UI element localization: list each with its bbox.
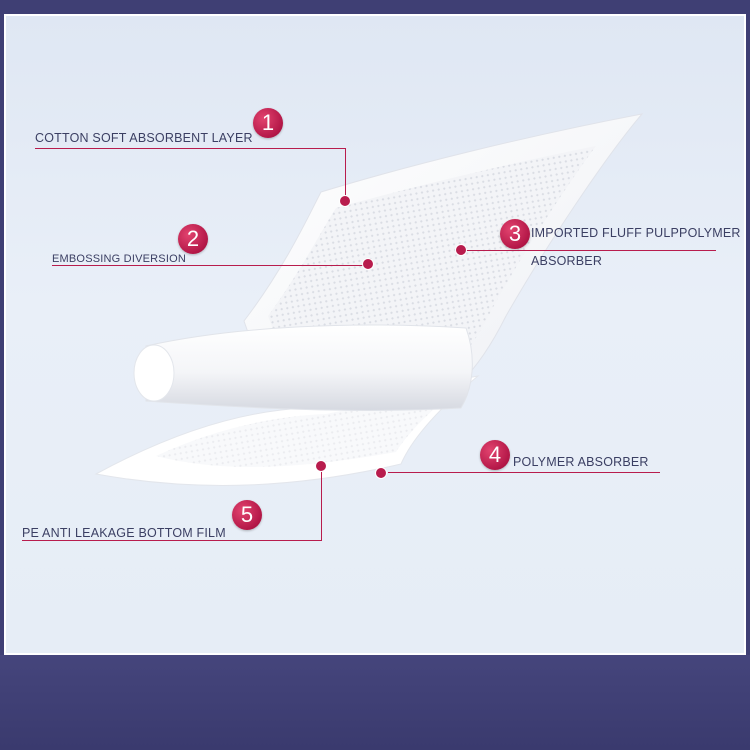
callout-dot-2 <box>362 258 374 270</box>
leader-line-2 <box>52 265 364 266</box>
callout-label-5: PE ANTI LEAKAGE BOTTOM FILM <box>22 526 226 540</box>
leader-line-3 <box>462 250 716 251</box>
bottom-band <box>0 655 750 750</box>
callout-badge-5: 5 <box>232 500 262 530</box>
callout-label-3-line1: IMPORTED FLUFF PULPPOLYMER <box>531 226 741 240</box>
leader-line-5-vertical <box>321 468 322 540</box>
callout-badge-3: 3 <box>500 219 530 249</box>
callout-label-1: COTTON SOFT ABSORBENT LAYER <box>35 131 253 145</box>
callout-dot-3 <box>455 244 467 256</box>
leader-line-1-horizontal <box>35 148 345 149</box>
callout-label-3-line2: ABSORBER <box>531 254 603 268</box>
callout-badge-4: 4 <box>480 440 510 470</box>
leader-line-5-horizontal <box>22 540 322 541</box>
diagram-panel <box>4 14 746 655</box>
embossed-core-shape <box>268 146 596 371</box>
callout-dot-4 <box>375 467 387 479</box>
leader-line-1-vertical <box>345 148 346 198</box>
roll-end-shape <box>133 344 175 402</box>
callout-badge-1: 1 <box>253 108 283 138</box>
leader-line-4 <box>388 472 660 473</box>
callout-label-4: POLYMER ABSORBER <box>513 455 649 469</box>
rolled-edge-shape <box>145 324 473 411</box>
pad-illustration <box>94 113 644 486</box>
callout-dot-1 <box>339 195 351 207</box>
callout-badge-2: 2 <box>178 224 208 254</box>
callout-dot-5 <box>315 460 327 472</box>
callout-label-2: EMBOSSING DIVERSION <box>52 253 186 265</box>
